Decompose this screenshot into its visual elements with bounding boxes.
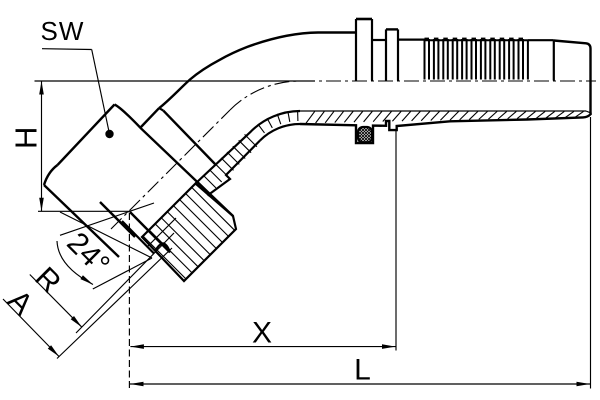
svg-text:L: L — [354, 354, 371, 387]
svg-text:H: H — [8, 127, 43, 149]
svg-text:SW: SW — [41, 16, 85, 46]
svg-text:X: X — [252, 317, 272, 350]
